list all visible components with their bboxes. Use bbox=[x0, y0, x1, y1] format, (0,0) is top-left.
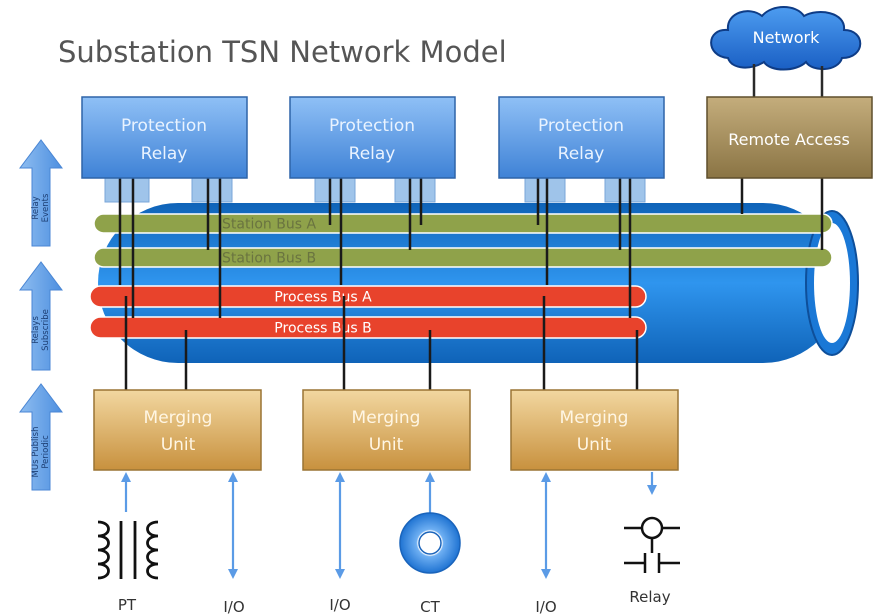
station-bus: Station Bus B bbox=[93, 247, 833, 268]
relay-label-line2: Relay bbox=[141, 144, 188, 164]
merging-unit-label-line2: Unit bbox=[161, 435, 196, 455]
side-arrow-label-line2: Events bbox=[41, 193, 51, 222]
relay-label-line2: Relay bbox=[558, 144, 605, 164]
merging-unit-1: Merging Unit bbox=[93, 389, 262, 471]
bus-pipe bbox=[93, 213, 833, 234]
protection-relay-2: Protection Relay bbox=[289, 96, 456, 179]
arrow-head-icon bbox=[425, 472, 435, 482]
arrow-head-icon bbox=[228, 472, 238, 482]
remote-access-box: Remote Access bbox=[706, 96, 873, 179]
arrow-head-icon bbox=[541, 569, 551, 579]
process-bus: Process Bus A bbox=[89, 285, 647, 308]
merging-unit-label-line1: Merging bbox=[560, 408, 629, 428]
arrow-head-icon bbox=[228, 569, 238, 579]
bus-layer: Station Bus A Station Bus B Process Bus A P… bbox=[89, 213, 833, 339]
merging-unit-2: Merging Unit bbox=[302, 389, 471, 471]
cloud-icon bbox=[710, 6, 862, 71]
bus-pipe bbox=[93, 247, 833, 268]
side-arrow-relays-subscribe: Relays Subscribe bbox=[19, 261, 63, 371]
pipe-opening bbox=[814, 223, 850, 343]
relay-contact-icon bbox=[624, 516, 680, 573]
process-bus: Process Bus B bbox=[89, 316, 647, 339]
merging-unit-label-line2: Unit bbox=[577, 435, 612, 455]
relay-connector bbox=[191, 177, 233, 203]
relay-connector bbox=[104, 177, 150, 203]
side-arrow-relay-events: Relay Events bbox=[19, 139, 63, 247]
merging-unit-3: Merging Unit bbox=[510, 389, 679, 471]
arrow-head-icon bbox=[541, 472, 551, 482]
side-arrow-label-line2: Subscribe bbox=[41, 309, 51, 351]
relay-connectors bbox=[104, 177, 646, 203]
bus-label: Station Bus A bbox=[222, 217, 316, 233]
side-arrow-label-line1: Relays bbox=[31, 316, 41, 344]
relay-connector bbox=[314, 177, 356, 203]
bus-label: Process Bus A bbox=[274, 290, 372, 306]
side-arrow-label-line1: MUs Publish bbox=[31, 427, 41, 478]
network-cloud: Network bbox=[710, 6, 862, 98]
merging-unit-label-line1: Merging bbox=[144, 408, 213, 428]
arrow-head-icon bbox=[647, 485, 657, 495]
ct-label: CT bbox=[420, 598, 440, 616]
arrow-head-icon bbox=[121, 472, 131, 482]
pt-transformer-icon bbox=[97, 520, 159, 580]
station-bus: Station Bus A bbox=[93, 213, 833, 234]
connection-lines bbox=[118, 178, 824, 390]
relay-label-line2: Relay bbox=[349, 144, 396, 164]
protection-relay-1: Protection Relay bbox=[81, 96, 248, 179]
merging-unit-label-line2: Unit bbox=[369, 435, 404, 455]
io-label-1: I/O bbox=[223, 598, 244, 616]
pt-label: PT bbox=[118, 596, 137, 614]
relay-label-line1: Protection bbox=[329, 116, 415, 136]
merging-unit-label-line1: Merging bbox=[352, 408, 421, 428]
relay-label: Relay bbox=[629, 588, 670, 606]
diagram-title: Substation TSN Network Model bbox=[58, 35, 507, 69]
relay-label-line1: Protection bbox=[538, 116, 624, 136]
relay-connector bbox=[524, 177, 566, 203]
bus-label: Station Bus B bbox=[222, 251, 316, 267]
bus-pipe bbox=[89, 316, 647, 339]
io-label-3: I/O bbox=[535, 598, 556, 616]
ct-ring-icon bbox=[399, 512, 461, 574]
side-arrow-label-line1: Relay bbox=[31, 196, 41, 219]
arrow-head-icon bbox=[335, 472, 345, 482]
side-arrow-label-line2: Periodic bbox=[41, 435, 51, 469]
remote-access-label: Remote Access bbox=[728, 130, 850, 149]
side-arrow-mus-publish: MUs Publish Periodic bbox=[19, 383, 63, 491]
io-label-2: I/O bbox=[329, 596, 350, 614]
arrow-head-icon bbox=[335, 569, 345, 579]
cloud-label: Network bbox=[753, 28, 821, 47]
protection-relay-3: Protection Relay bbox=[498, 96, 665, 179]
relay-connector bbox=[604, 177, 646, 203]
relay-connector bbox=[394, 177, 436, 203]
bus-pipe bbox=[89, 285, 647, 308]
relay-label-line1: Protection bbox=[121, 116, 207, 136]
io-arrows bbox=[121, 472, 657, 579]
bus-label: Process Bus B bbox=[274, 321, 371, 337]
